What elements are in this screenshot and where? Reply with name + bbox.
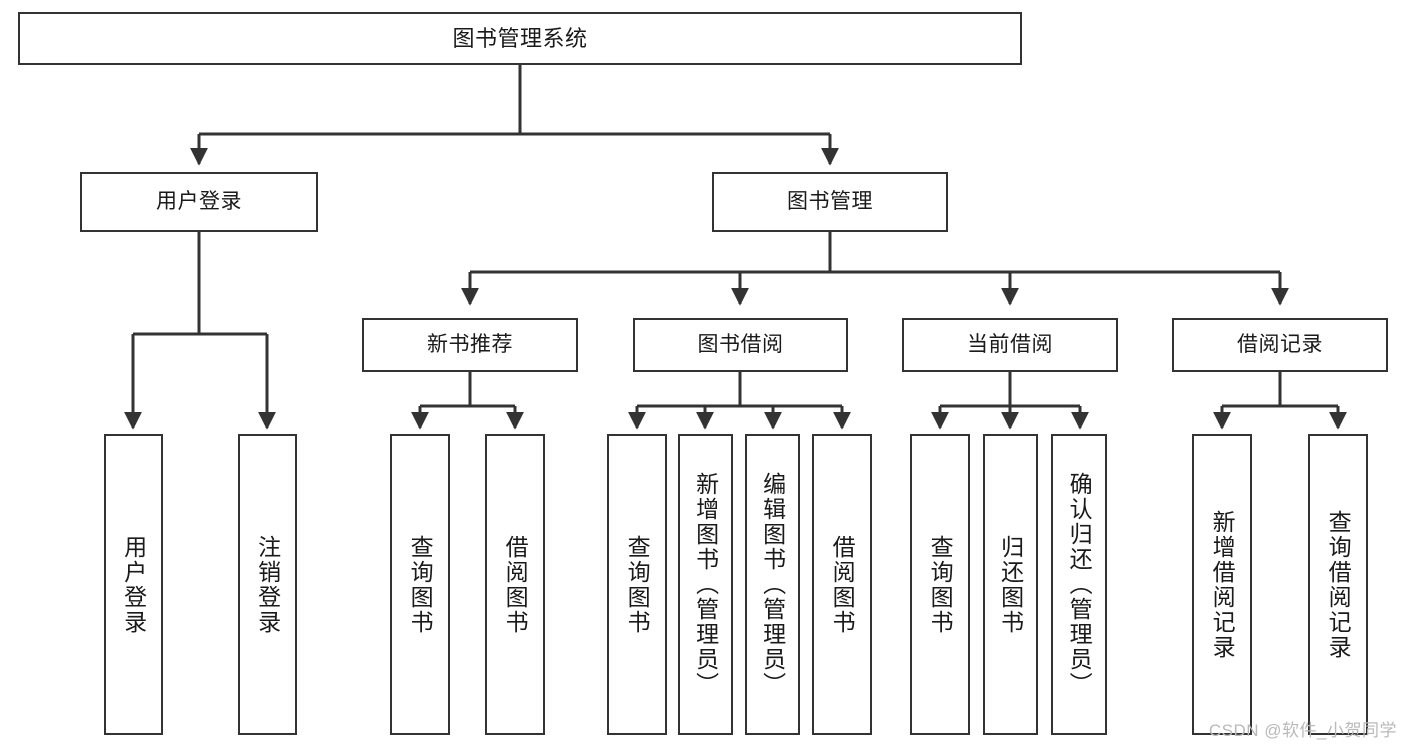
node-leaf-add-record-label: 新增借阅记录 (1209, 509, 1236, 660)
node-leaf-add-record[interactable]: 新增借阅记录 (1192, 434, 1252, 735)
node-root-label: 图书管理系统 (452, 25, 588, 51)
node-book-manage[interactable]: 图书管理 (712, 172, 948, 232)
node-leaf-query-record-label: 查询借阅记录 (1325, 509, 1352, 660)
node-leaf-query-book-1-label: 查询图书 (407, 534, 434, 635)
node-book-manage-label: 图书管理 (787, 189, 873, 213)
node-leaf-query-book-3-label: 查询图书 (927, 534, 954, 635)
node-leaf-borrow-book-1-label: 借阅图书 (502, 534, 529, 635)
node-leaf-return-book-label: 归还图书 (997, 534, 1024, 635)
node-leaf-logout-login-label: 注销登录 (254, 534, 281, 635)
node-leaf-logout-login[interactable]: 注销登录 (238, 434, 297, 735)
node-user-login[interactable]: 用户登录 (80, 172, 318, 232)
node-current-borrow[interactable]: 当前借阅 (902, 318, 1118, 372)
node-new-book-recommend-label: 新书推荐 (427, 332, 513, 356)
node-leaf-query-book-2[interactable]: 查询图书 (607, 434, 667, 735)
node-leaf-query-book-3[interactable]: 查询图书 (910, 434, 970, 735)
node-leaf-return-book[interactable]: 归还图书 (983, 434, 1038, 735)
node-current-borrow-label: 当前借阅 (967, 332, 1053, 356)
node-leaf-user-login[interactable]: 用户登录 (104, 434, 163, 735)
node-book-borrow[interactable]: 图书借阅 (633, 318, 848, 372)
node-leaf-user-login-label: 用户登录 (120, 534, 147, 635)
node-leaf-add-book[interactable]: 新增图书（管理员） (678, 434, 733, 735)
node-leaf-edit-book-label: 编辑图书（管理员） (759, 472, 786, 697)
node-leaf-confirm-return[interactable]: 确认归还（管理员） (1051, 434, 1107, 735)
node-book-borrow-label: 图书借阅 (697, 332, 784, 356)
node-borrow-record-label: 借阅记录 (1237, 332, 1323, 356)
node-leaf-query-book-1[interactable]: 查询图书 (390, 434, 450, 735)
node-root[interactable]: 图书管理系统 (18, 12, 1022, 65)
node-borrow-record[interactable]: 借阅记录 (1172, 318, 1388, 372)
node-leaf-query-book-2-label: 查询图书 (624, 534, 651, 635)
node-user-login-label: 用户登录 (156, 189, 242, 213)
node-leaf-add-book-label: 新增图书（管理员） (692, 472, 719, 697)
node-leaf-borrow-book-1[interactable]: 借阅图书 (485, 434, 545, 735)
node-new-book-recommend[interactable]: 新书推荐 (362, 318, 578, 372)
node-leaf-confirm-return-label: 确认归还（管理员） (1066, 472, 1093, 697)
watermark-text: CSDN @软件_小贺同学 (1208, 721, 1397, 740)
node-leaf-borrow-book-2[interactable]: 借阅图书 (812, 434, 872, 735)
node-leaf-query-record[interactable]: 查询借阅记录 (1308, 434, 1368, 735)
node-leaf-edit-book[interactable]: 编辑图书（管理员） (745, 434, 800, 735)
node-leaf-borrow-book-2-label: 借阅图书 (829, 534, 856, 635)
